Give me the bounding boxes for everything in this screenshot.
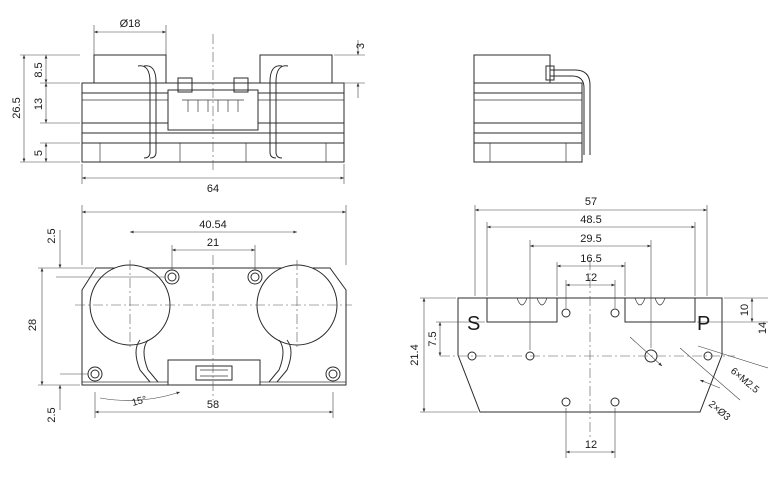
port-label-p: P [697,313,710,335]
port-slot-depth-label: 10 [739,304,751,316]
bottom-top-offset-label: 2.5 [46,228,58,243]
bottom-inner-spacing-label: 21 [207,237,219,249]
front-top-gap-label: 3 [355,43,367,49]
bottom-angle-label: 15° [131,394,148,409]
port-height-label: 21.4 [409,344,421,365]
port-label-s: S [467,313,480,335]
port-offset-label: 7.5 [427,331,439,346]
front-diameter-label: Ø18 [120,18,141,30]
front-view: Ø18 64 26.5 8.5 13 5 3 [11,18,367,195]
port-outer-slots-label: 48.5 [580,214,601,226]
port-view: 57 48.5 29.5 16.5 12 12 21.4 7.5 10 14 S… [409,196,768,458]
port-cut-label: 14 [757,322,768,334]
port-bottom-holes-label: 12 [585,439,597,451]
bottom-hole-spacing-label: 40.54 [199,219,227,231]
port-overall-label: 57 [585,196,597,208]
side-view [473,54,591,163]
front-upper-label: 8.5 [33,62,45,77]
front-lower-label: 5 [33,150,45,156]
bottom-view: 40.54 21 28 2.5 2.5 58 15° [27,205,352,423]
port-pin-callout: 2×Ø3 [706,399,732,424]
bottom-bottom-offset-label: 2.5 [46,407,58,422]
bottom-height-label: 28 [27,319,39,331]
front-middle-label: 13 [33,98,45,110]
port-thread-callout: 6×M2.5 [728,366,761,396]
bottom-base-width-label: 58 [207,399,219,411]
port-center-label: 12 [585,272,597,284]
front-width-label: 64 [207,183,219,195]
front-total-height-label: 26.5 [11,97,23,118]
port-mid-label: 29.5 [580,233,601,245]
port-inner-label: 16.5 [580,253,601,265]
